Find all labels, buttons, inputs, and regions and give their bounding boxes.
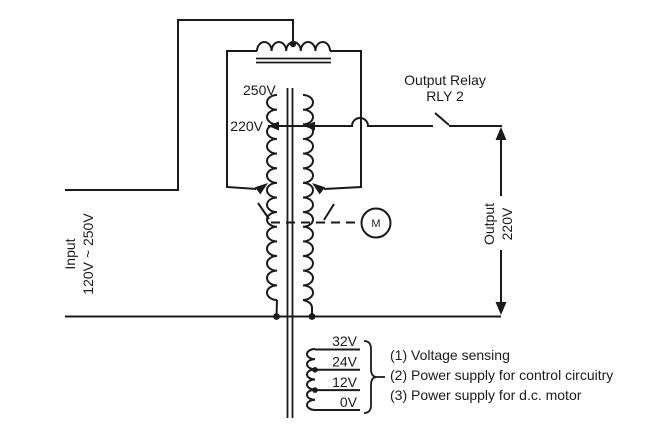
wire-220v-tap (268, 112, 502, 127)
linkage-diagonal-left (257, 202, 270, 220)
wiper-arrow-left (254, 183, 268, 195)
tap-label-220v: 220V (230, 118, 263, 134)
output-label-line2: 220V (499, 207, 515, 240)
variac-coil-left (266, 94, 278, 301)
tap-arrow-right (304, 121, 315, 131)
note-1: (1) Voltage sensing (390, 347, 510, 363)
wire-left-feed (226, 50, 257, 190)
relay-label-line2: RLY 2 (426, 88, 464, 104)
input-label-line2: 120V ~ 250V (80, 213, 96, 295)
note-3: (3) Power supply for d.c. motor (390, 387, 582, 403)
tap-arrow-left (268, 121, 279, 131)
primary-coil (256, 41, 331, 52)
motor-circle (360, 207, 392, 239)
relay-label-line1: Output Relay (404, 72, 486, 88)
secondary-coil (306, 348, 316, 411)
linkage-diagonal-right (323, 203, 335, 221)
output-arrowhead-down (495, 302, 507, 315)
wire-input-top (65, 19, 294, 191)
secondary-tap-dot-12v (312, 387, 318, 393)
output-label-line1: Output (481, 203, 497, 245)
core-horizontal (256, 57, 331, 64)
secondary-label-32v: 32V (332, 333, 358, 349)
secondary-label-0v: 0V (340, 394, 358, 410)
output-arrowhead-up (495, 127, 507, 140)
wiper-arrow-right (312, 183, 326, 195)
motor-label: M (371, 218, 380, 230)
secondary-label-24v: 24V (332, 354, 358, 370)
secondary-tap-dot-24v (312, 367, 318, 373)
tap-label-250v: 250V (243, 82, 276, 98)
note-2: (2) Power supply for control circuitry (390, 367, 613, 383)
notes-brace (363, 340, 385, 414)
wire-right-coil-bottom (302, 299, 313, 316)
core-vertical (286, 88, 294, 418)
secondary-label-12v: 12V (332, 374, 358, 390)
secondary-tap-lines (315, 348, 360, 411)
input-label-line1: Input (62, 238, 78, 269)
